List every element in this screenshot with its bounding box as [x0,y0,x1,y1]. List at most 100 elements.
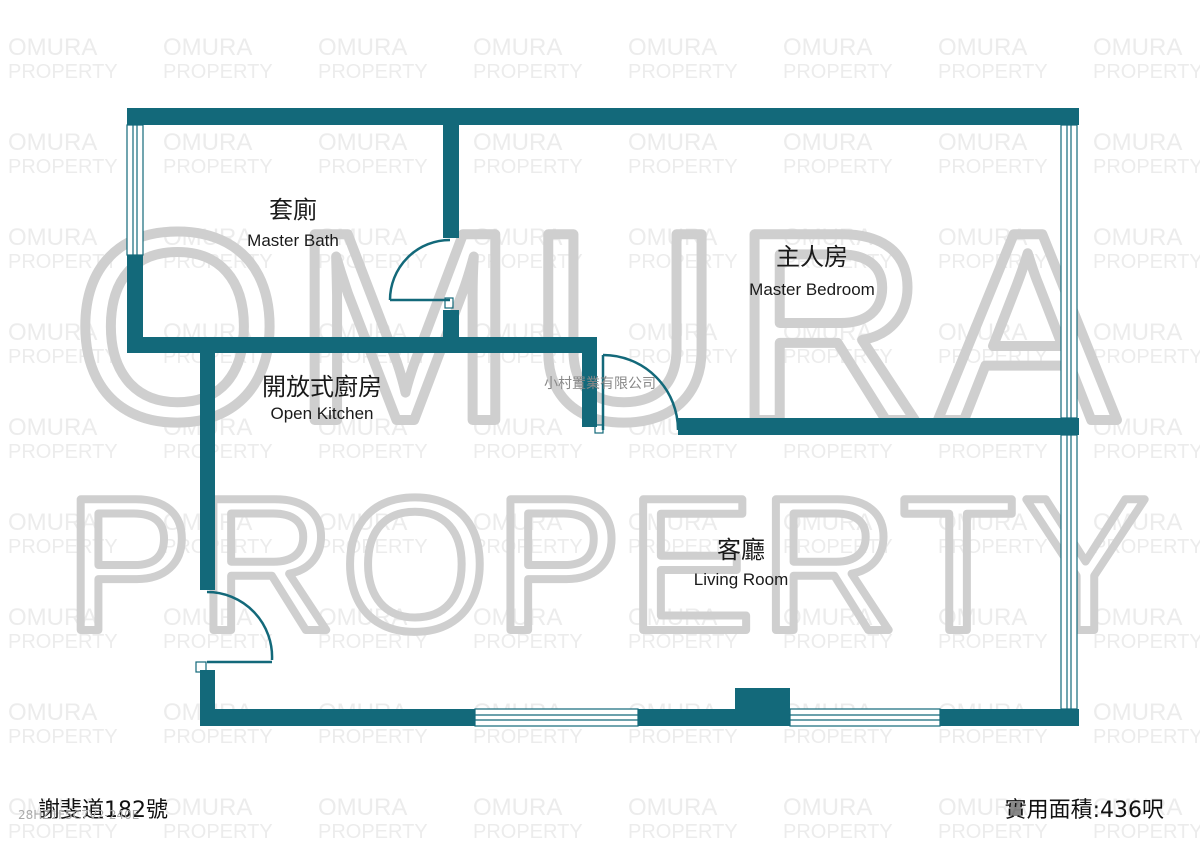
watermark-tile-omura: OMURA [318,224,407,251]
watermark-tile-omura: OMURA [163,34,252,61]
watermark-tile-omura: OMURA [783,319,872,346]
watermark-tile-property: PROPERTY [1093,631,1200,653]
watermark-tile-property: PROPERTY [318,821,428,843]
watermark-tile-property: PROPERTY [783,441,893,463]
bottom-column [735,688,790,726]
watermark-tile-property: PROPERTY [473,251,583,273]
watermark-tile-omura: OMURA [783,224,872,251]
watermark-property: PROPERTY [65,459,1155,671]
watermark-tile-property: PROPERTY [318,61,428,83]
bedroom-window [1060,124,1078,419]
watermark-tile-property: PROPERTY [473,441,583,463]
entrance-door [195,590,274,673]
watermark-tile-omura: OMURA [628,604,717,631]
watermark-tile-property: PROPERTY [938,821,1048,843]
watermark-tile-property: PROPERTY [8,251,118,273]
watermark-tile-property: PROPERTY [628,441,738,463]
watermark-tile-omura: OMURA [473,794,562,821]
left-wall-upper [200,337,215,590]
watermark-tile-omura: OMURA [783,604,872,631]
watermark-tile-property: PROPERTY [473,61,583,83]
watermark-tile-property: PROPERTY [938,726,1048,748]
watermark-tile-omura: OMURA [783,509,872,536]
watermark-tile-property: PROPERTY [1093,821,1200,843]
living-window-bottom-2 [789,708,941,727]
watermark-tile-property: PROPERTY [318,156,428,178]
open-kitchen-label-zh: 開放式廚房 [262,373,382,401]
watermark-tile-property: PROPERTY [628,536,738,558]
watermark-tile-omura: OMURA [628,34,717,61]
watermark-tile-property: PROPERTY [938,61,1048,83]
watermark-tile-omura: OMURA [1093,34,1182,61]
watermark-tile-property: PROPERTY [783,631,893,653]
bath-left-wall-lower [127,255,143,337]
watermark-tile-omura: OMURA [163,794,252,821]
watermark-tile-omura: OMURA [628,319,717,346]
watermark-tile-property: PROPERTY [938,251,1048,273]
watermark-tile-property: PROPERTY [318,726,428,748]
watermark-tile-property: PROPERTY [8,61,118,83]
watermark-tile-property: PROPERTY [783,251,893,273]
watermark-tile-omura: OMURA [628,129,717,156]
watermark-tile-omura: OMURA [318,509,407,536]
watermark-tile-property: PROPERTY [1093,61,1200,83]
watermark-tile-property: PROPERTY [628,631,738,653]
watermark-tile-property: PROPERTY [783,156,893,178]
living-room-label-en: Living Room [694,570,789,589]
watermark-tile-property: PROPERTY [473,536,583,558]
master-bath-label-zh: 套廁 [269,196,317,224]
watermark-tile-property: PROPERTY [163,821,273,843]
watermark-tile-omura: OMURA [938,794,1027,821]
watermark-tile-property: PROPERTY [783,346,893,368]
watermark-tile-property: PROPERTY [1093,346,1200,368]
bottom-wall-right [940,709,1079,726]
room-labels: 套廁 Master Bath 主人房 Master Bedroom 開放式廚房 … [247,196,875,589]
master-bath-label-en: Master Bath [247,231,339,250]
top-wall [127,108,1079,125]
company-watermark: 小村置業有限公司 [544,376,656,392]
watermark-tile-property: PROPERTY [163,441,273,463]
watermark-tile-omura: OMURA [1093,509,1182,536]
watermark-tile-omura: OMURA [938,224,1027,251]
watermark-tile-property: PROPERTY [1093,156,1200,178]
watermark-tile-omura: OMURA [318,34,407,61]
watermark-tile-omura: OMURA [318,794,407,821]
watermark-tile-omura: OMURA [938,129,1027,156]
watermark-tile-property: PROPERTY [318,536,428,558]
watermark-tile-property: PROPERTY [783,536,893,558]
watermark-tile-omura: OMURA [8,414,97,441]
watermark-tile-property: PROPERTY [628,821,738,843]
watermark-tile-property: PROPERTY [473,726,583,748]
watermark-tile-property: PROPERTY [318,631,428,653]
watermark-tile-omura: OMURA [628,224,717,251]
watermark-tile-omura: OMURA [783,34,872,61]
watermark-tile-omura: OMURA [8,604,97,631]
bedroom-door [594,353,680,434]
windows [126,124,1078,727]
watermark-tile-omura: OMURA [1093,319,1182,346]
watermark-tile-omura: OMURA [8,129,97,156]
watermark-tile-property: PROPERTY [8,631,118,653]
watermark-tile-property: PROPERTY [163,156,273,178]
watermark-tile-omura: OMURA [938,319,1027,346]
watermark-tile-property: PROPERTY [318,441,428,463]
living-room-label-zh: 客廳 [717,536,765,564]
address: 謝斐道182號 [38,798,168,823]
watermark-tile-property: PROPERTY [783,821,893,843]
watermark-tile-property: PROPERTY [473,156,583,178]
watermark-tile-property: PROPERTY [628,726,738,748]
watermark-tile-property: PROPERTY [1093,441,1200,463]
watermark-tile-property: PROPERTY [783,726,893,748]
watermark-tile-property: PROPERTY [938,346,1048,368]
watermark-tile-omura: OMURA [473,34,562,61]
watermark-tile-omura: OMURA [1093,699,1182,726]
watermark-tile-omura: OMURA [8,794,97,821]
watermark-tile-omura: OMURA [8,224,97,251]
watermark-tile-omura: OMURA [938,34,1027,61]
bottom-wall-left [200,709,475,726]
watermark-tile-omura: OMURA [8,34,97,61]
watermark-tile-omura: OMURA [1093,224,1182,251]
watermark-tile-property: PROPERTY [783,61,893,83]
bath-window [126,124,144,256]
